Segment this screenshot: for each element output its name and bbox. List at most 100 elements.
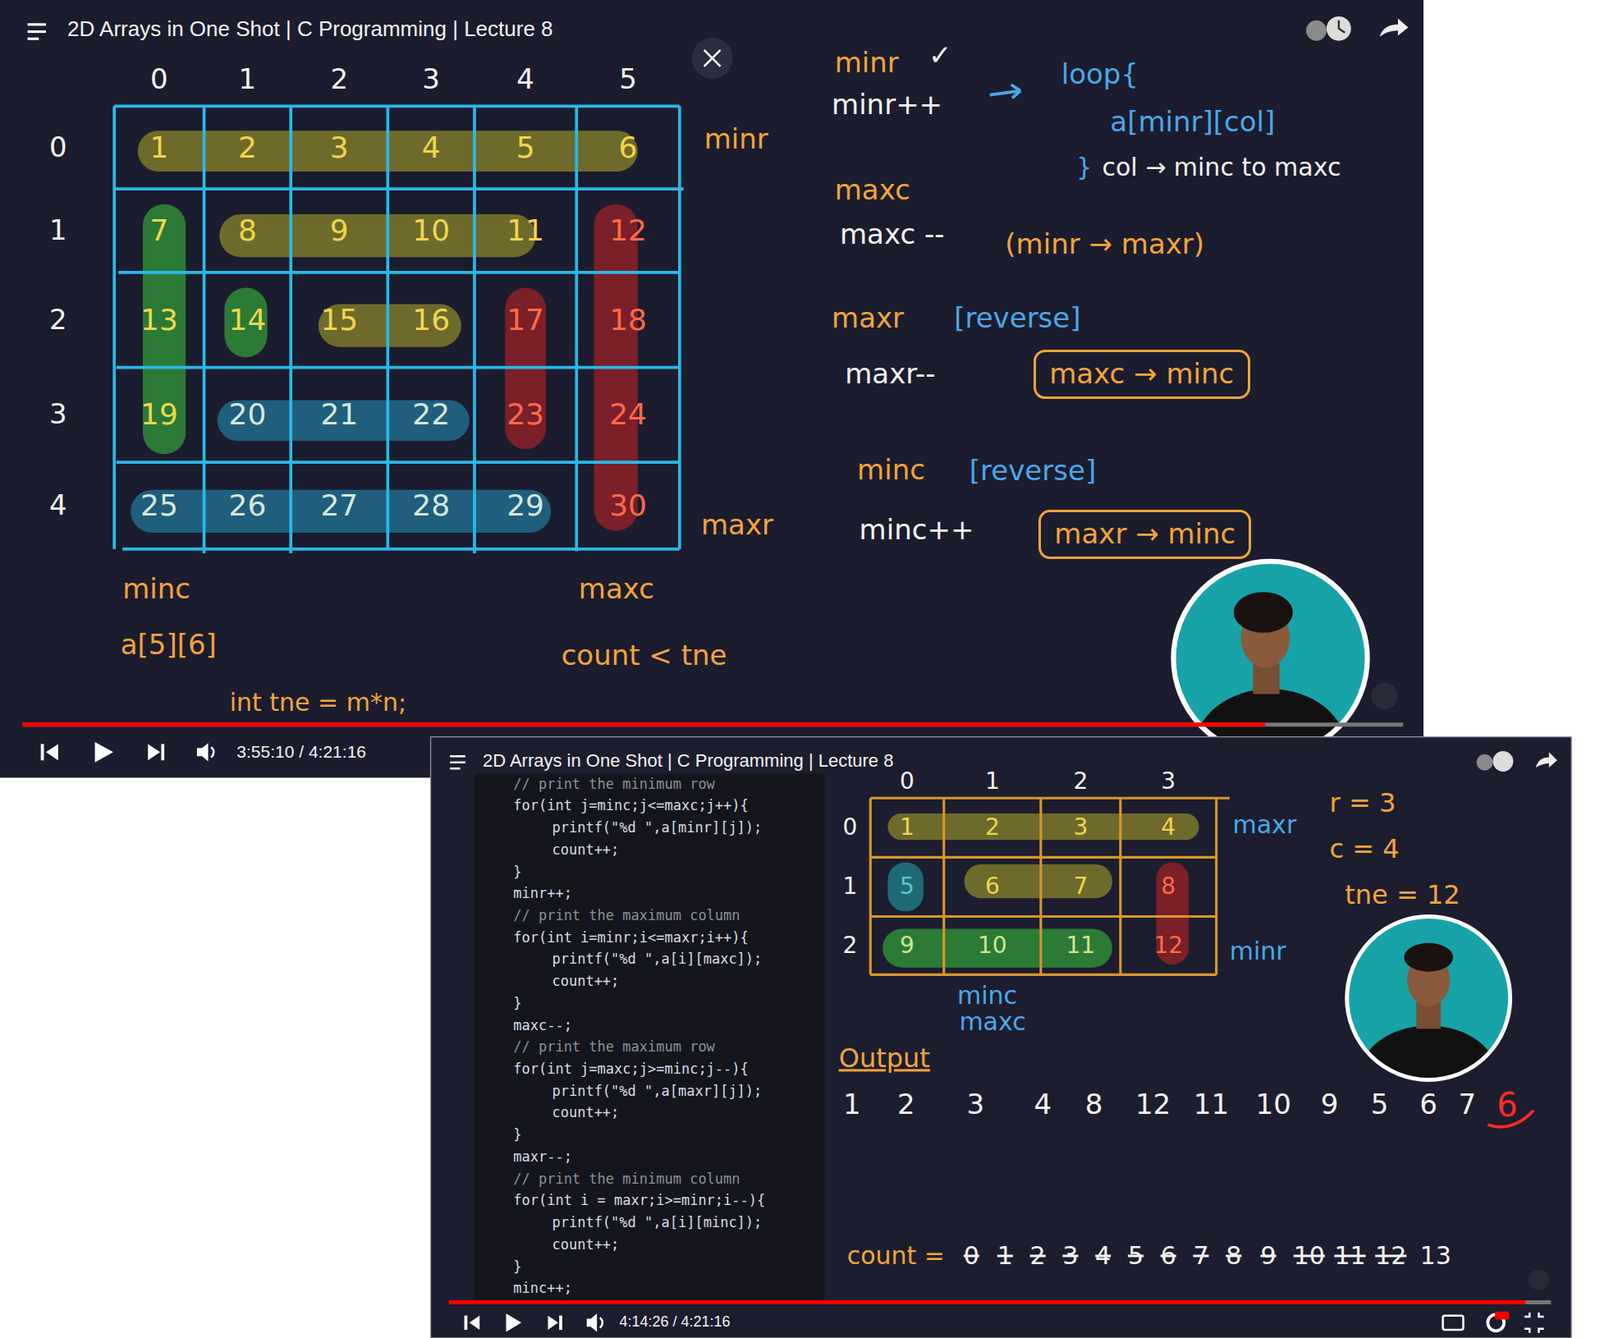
array-cell: 20 (229, 398, 267, 431)
array-cell: 16 (412, 303, 450, 337)
array-cell: 1 (149, 131, 169, 165)
output-heading: Output (838, 1045, 931, 1074)
array-cell: 2 (238, 131, 257, 165)
note-text: [reverse] (953, 302, 1081, 334)
progress-bar (449, 1300, 1551, 1305)
array-cell: 26 (229, 489, 267, 523)
arrow-line (990, 84, 1021, 98)
code-line: for(int j=maxc;j>=minc;j--){ (513, 1061, 749, 1078)
array-cell: 18 (609, 303, 647, 337)
row-index: 1 (49, 215, 68, 246)
output-value: 4 (1034, 1089, 1053, 1120)
code-line: for(int j=minc;j<=maxc;j++){ (513, 797, 749, 814)
code-line: minc++; (513, 1280, 573, 1297)
column-index: 1 (238, 64, 257, 95)
column-index: 0 (150, 64, 169, 95)
pointer-label: maxr (701, 509, 774, 541)
code-line: minr++; (513, 885, 573, 902)
array-cell: 8 (238, 214, 257, 248)
row-index: 1 (842, 874, 858, 900)
code-comment: // print the minimum row (513, 775, 716, 792)
counter-value: 4 (1095, 1241, 1111, 1269)
array-cell: 14 (229, 303, 267, 337)
output-value: 1 (843, 1089, 862, 1120)
note-text: a[minr][col] (1109, 106, 1275, 138)
output-value: 2 (897, 1089, 916, 1120)
counter-value: 5 (1127, 1241, 1144, 1269)
note-box: maxc → minc (1033, 349, 1251, 399)
note-box: maxr → minc (1038, 509, 1252, 560)
array-grid (870, 797, 1230, 975)
video-background (0, 0, 1424, 778)
code-line: maxc--; (513, 1017, 573, 1033)
pointer-label: maxc (958, 1008, 1026, 1036)
counter-value: 10 (1293, 1241, 1325, 1269)
counter-value: 0 (963, 1241, 980, 1269)
code-line: maxr--; (513, 1149, 573, 1165)
counter-label: count = (847, 1241, 945, 1269)
output-value: 6 (1496, 1086, 1518, 1124)
code-line: } (513, 1258, 522, 1275)
close-button (692, 37, 734, 79)
output-value: 10 (1256, 1089, 1292, 1120)
code-panel (474, 773, 825, 1302)
code-note: int tne = m*n; (229, 688, 407, 716)
output-value: 11 (1193, 1089, 1229, 1120)
array-cell: 22 (412, 398, 450, 431)
array-cell: 12 (1153, 932, 1183, 959)
output-value: 6 (1419, 1089, 1438, 1120)
menu-icon (449, 756, 466, 769)
array-cell: 27 (320, 489, 358, 523)
row-index: 4 (49, 490, 68, 521)
counter-value: 12 (1375, 1241, 1407, 1269)
player-controls (41, 742, 215, 763)
pointer-label: minc (957, 981, 1018, 1009)
row-index: 0 (49, 132, 68, 163)
video-time: 4:14:26 / 4:21:16 (618, 1314, 730, 1331)
code-line: } (513, 995, 522, 1012)
output-value: 12 (1135, 1089, 1171, 1120)
array-cell: 10 (412, 214, 450, 248)
code-line: for(int i = maxr;i>=minr;i--){ (513, 1192, 766, 1209)
counter-value: 7 (1192, 1241, 1209, 1269)
array-cell: 30 (609, 489, 647, 523)
column-index: 0 (899, 769, 915, 795)
array-cell: 7 (149, 214, 169, 248)
array-cell: 13 (140, 303, 179, 337)
counter-value: 9 (1260, 1241, 1276, 1269)
row-index: 2 (49, 304, 68, 335)
code-comment: // print the minimum column (513, 1170, 740, 1187)
counter-value: 3 (1062, 1241, 1078, 1269)
counter-value: 11 (1334, 1241, 1366, 1269)
pointer-label: maxc (578, 574, 655, 606)
note-text: loop{ (1061, 59, 1139, 90)
video-time: 3:55:10 / 4:21:16 (236, 742, 367, 762)
code-comment: // print the maximum column (513, 907, 740, 924)
array-cell: 10 (977, 932, 1008, 959)
column-index: 3 (421, 64, 441, 95)
column-index: 5 (618, 64, 638, 95)
pointer-label: minc (122, 574, 191, 606)
code-line: printf("%d ",a[maxr][j]); (551, 1082, 762, 1099)
video-title: 2D Arrays in One Shot | C Programming | … (67, 17, 554, 42)
array-cell: 6 (618, 131, 638, 165)
array-cell: 29 (506, 489, 545, 523)
code-line: count++; (551, 1236, 619, 1252)
progress-bar (22, 722, 1403, 727)
video-background (430, 737, 1573, 1338)
array-declaration: a[5][6] (120, 629, 217, 661)
note-text: } (1076, 152, 1092, 180)
array-cell: 23 (506, 398, 545, 431)
note-text: r = 3 (1329, 789, 1397, 819)
array-cell: 11 (1065, 932, 1096, 959)
output-value: 7 (1458, 1089, 1477, 1120)
code-line: count++; (551, 973, 619, 990)
column-index: 2 (330, 64, 349, 95)
note-text: maxc (834, 175, 911, 207)
note-text: maxc -- (839, 219, 945, 250)
output-value: 5 (1370, 1089, 1390, 1120)
note-text: maxr-- (844, 358, 936, 390)
array-cell: 4 (421, 131, 441, 165)
column-index: 2 (1072, 769, 1088, 795)
code-line: printf("%d ",a[minr][j]); (551, 820, 762, 836)
